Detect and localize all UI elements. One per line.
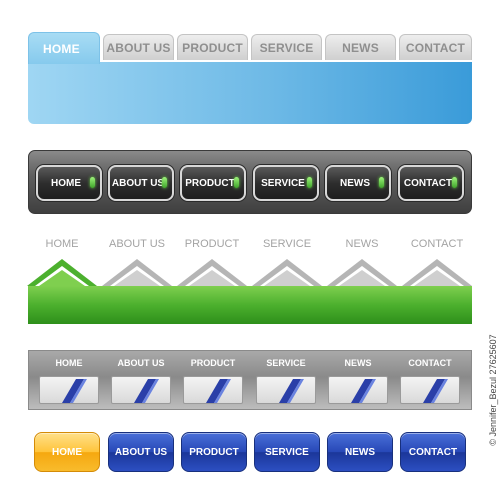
roof-service-icon[interactable] — [250, 258, 324, 286]
silver-product-slot[interactable] — [183, 376, 243, 404]
diagonal-stripe-icon — [423, 379, 448, 403]
tab-row: HOME ABOUT US PRODUCT SERVICE NEWS CONTA… — [28, 32, 472, 64]
dark-news-label: NEWS — [340, 177, 370, 189]
led-indicator-icon — [307, 177, 312, 188]
roof-news-label[interactable]: NEWS — [345, 238, 379, 250]
diagonal-stripe-icon — [279, 379, 304, 403]
glossy-news-button[interactable]: NEWS — [327, 432, 393, 472]
dark-about-us-label: ABOUT US — [111, 177, 165, 189]
roof-navigation-bar: HOME ABOUT US PRODUCT SERVICE NEWS CONTA… — [25, 238, 474, 326]
roof-contact-label[interactable]: CONTACT — [410, 238, 464, 250]
dark-contact-label: CONTACT — [403, 177, 453, 189]
silver-news-label[interactable]: NEWS — [344, 358, 372, 368]
tab-navigation-bar: HOME ABOUT US PRODUCT SERVICE NEWS CONTA… — [28, 32, 472, 124]
silver-about-us-label[interactable]: ABOUT US — [117, 358, 165, 368]
dark-product-button[interactable]: PRODUCT — [180, 165, 246, 201]
roof-contact-icon[interactable] — [400, 258, 474, 286]
dark-about-us-button[interactable]: ABOUT US — [108, 165, 174, 201]
dark-news-button[interactable]: NEWS — [325, 165, 391, 201]
silver-home-slot[interactable] — [39, 376, 99, 404]
tab-home[interactable]: HOME — [28, 32, 100, 64]
silver-service-label[interactable]: SERVICE — [266, 358, 306, 368]
silver-news-slot[interactable] — [328, 376, 388, 404]
roof-about-us-icon[interactable] — [100, 258, 174, 286]
silver-product-label[interactable]: PRODUCT — [190, 358, 236, 368]
glossy-product-button[interactable]: PRODUCT — [181, 432, 247, 472]
dark-service-label: SERVICE — [261, 177, 305, 189]
glossy-navigation-bar: HOME ABOUT US PRODUCT SERVICE NEWS CONTA… — [34, 432, 470, 472]
roof-home-label[interactable]: HOME — [45, 238, 79, 250]
led-indicator-icon — [379, 177, 384, 188]
glossy-contact-button[interactable]: CONTACT — [400, 432, 466, 472]
tab-service[interactable]: SERVICE — [251, 34, 322, 60]
led-indicator-icon — [452, 177, 457, 188]
led-indicator-icon — [234, 177, 239, 188]
dark-product-label: PRODUCT — [185, 177, 235, 189]
roof-news-icon[interactable] — [325, 258, 399, 286]
led-indicator-icon — [162, 177, 167, 188]
tab-contact[interactable]: CONTACT — [399, 34, 472, 60]
diagonal-stripe-icon — [206, 379, 231, 403]
silver-service-slot[interactable] — [256, 376, 316, 404]
glossy-service-button[interactable]: SERVICE — [254, 432, 320, 472]
diagonal-stripe-icon — [62, 379, 87, 403]
watermark-text: © Jennifer_Bezul 27625607 — [488, 334, 498, 446]
watermark: © Jennifer_Bezul 27625607 — [487, 285, 499, 495]
tab-product[interactable]: PRODUCT — [177, 34, 248, 60]
green-band — [28, 286, 472, 324]
tab-news[interactable]: NEWS — [325, 34, 396, 60]
silver-home-label[interactable]: HOME — [55, 358, 83, 368]
tab-about-us[interactable]: ABOUT US — [103, 34, 174, 60]
diagonal-stripe-icon — [351, 379, 376, 403]
diagonal-stripe-icon — [134, 379, 159, 403]
roof-service-label[interactable]: SERVICE — [262, 238, 312, 250]
silver-contact-label[interactable]: CONTACT — [408, 358, 452, 368]
roof-about-us-label[interactable]: ABOUT US — [108, 238, 166, 250]
glossy-home-button[interactable]: HOME — [34, 432, 100, 472]
silver-contact-slot[interactable] — [400, 376, 460, 404]
tab-content-panel — [28, 62, 472, 124]
silver-navigation-bar: HOME ABOUT US PRODUCT SERVICE NEWS CONTA… — [28, 350, 472, 410]
silver-about-us-slot[interactable] — [111, 376, 171, 404]
roof-home-icon[interactable] — [25, 258, 99, 286]
dark-home-button[interactable]: HOME — [36, 165, 102, 201]
glossy-about-us-button[interactable]: ABOUT US — [108, 432, 174, 472]
dark-contact-button[interactable]: CONTACT — [398, 165, 464, 201]
roof-product-icon[interactable] — [175, 258, 249, 286]
led-indicator-icon — [90, 177, 95, 188]
roof-product-label[interactable]: PRODUCT — [184, 238, 240, 250]
dark-navigation-bar: HOME ABOUT US PRODUCT SERVICE NEWS CONTA… — [28, 150, 472, 214]
dark-home-label: HOME — [51, 177, 81, 189]
dark-service-button[interactable]: SERVICE — [253, 165, 319, 201]
